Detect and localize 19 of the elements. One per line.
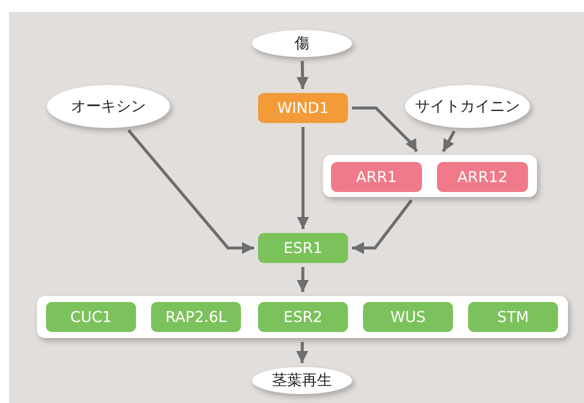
gene-box: RAP2.6L xyxy=(151,302,241,332)
group-box xyxy=(323,155,537,197)
arrow xyxy=(127,129,254,254)
arrow xyxy=(352,106,418,152)
arrow xyxy=(296,266,309,292)
gene-box: WIND1 xyxy=(258,93,348,123)
gene-box: STM xyxy=(468,302,558,332)
group-box xyxy=(37,296,568,338)
arrow xyxy=(352,199,413,254)
arrow xyxy=(297,127,309,229)
gene-box: ESR2 xyxy=(258,302,348,332)
gene-box: CUC1 xyxy=(46,302,136,332)
gene-box: WUS xyxy=(363,302,453,332)
gene-box: ESR1 xyxy=(258,233,348,263)
gene-box: ARR12 xyxy=(437,162,528,192)
arrow xyxy=(296,60,309,90)
arrow xyxy=(296,342,308,364)
arrow xyxy=(442,130,456,152)
gene-box: ARR1 xyxy=(331,162,422,192)
